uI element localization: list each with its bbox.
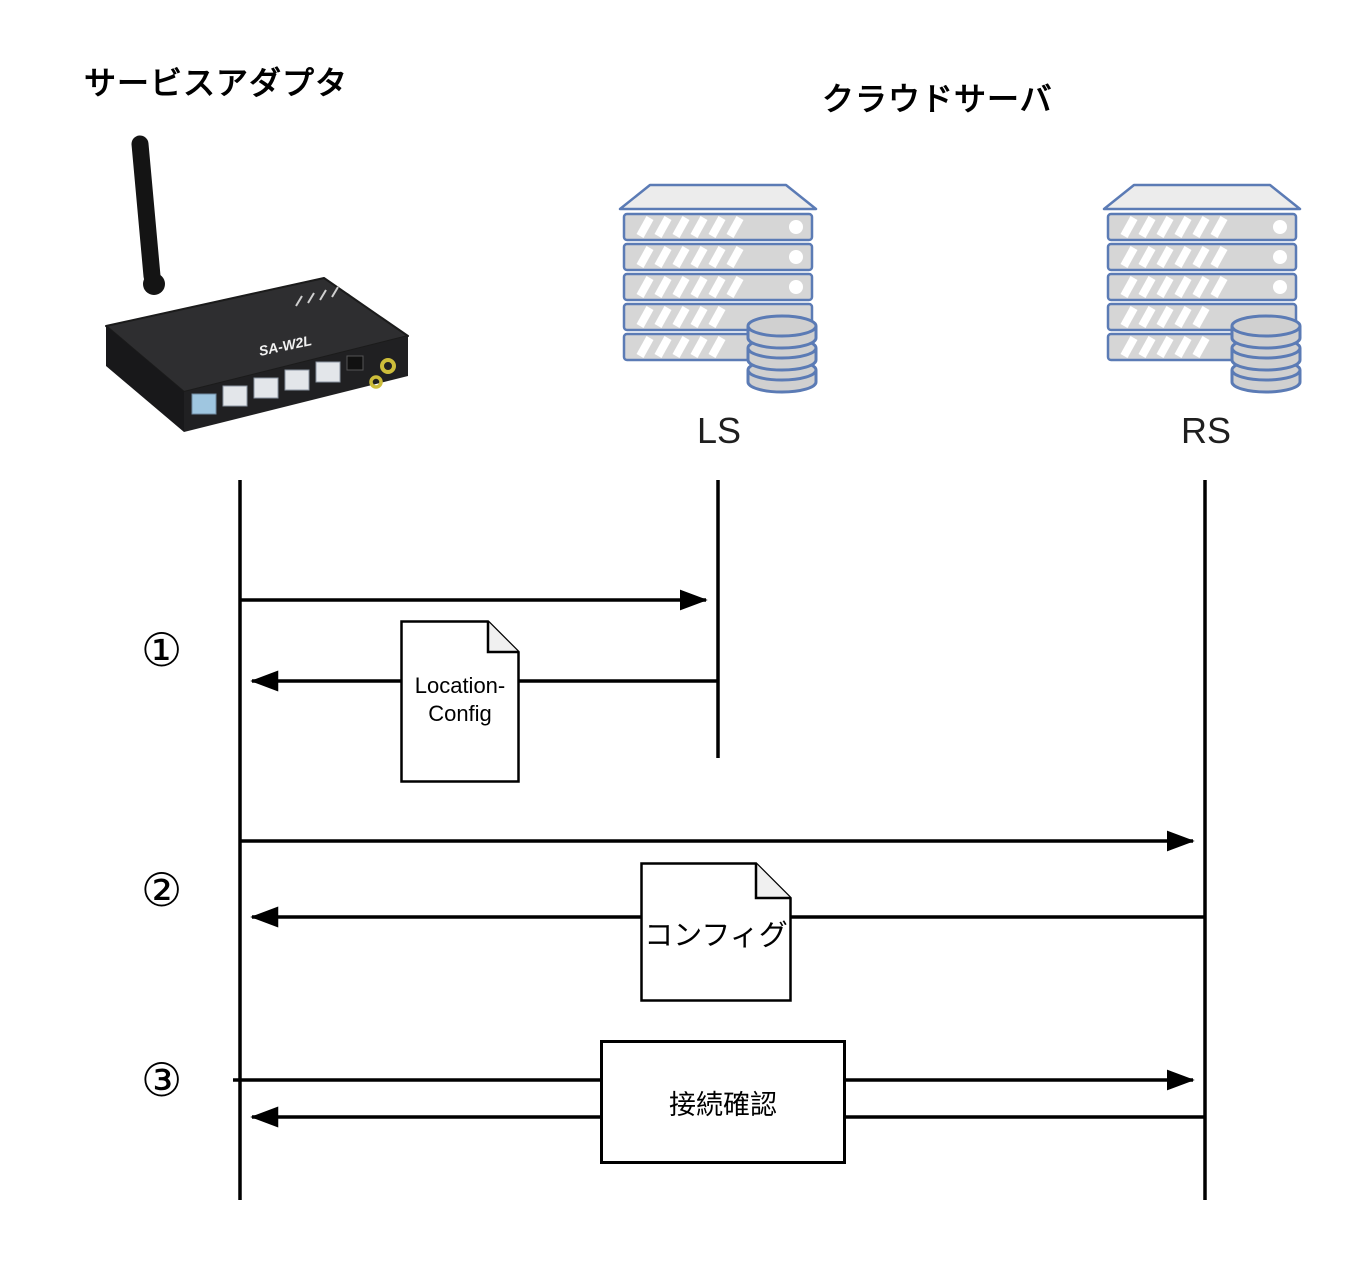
sma-connector <box>369 375 383 389</box>
connection-check-label: 接続確認 <box>669 1089 777 1120</box>
device-usb-port <box>346 355 364 371</box>
step-3-number: ③ <box>141 1054 183 1106</box>
cloud-server-title: クラウドサーバ <box>822 81 1053 117</box>
sma-connector <box>380 358 396 374</box>
device-leds <box>295 286 339 307</box>
rs-server-icon <box>1102 183 1302 394</box>
step-2-number: ② <box>141 864 183 916</box>
config-document-label: コンフィグ <box>644 920 788 952</box>
adapter-title: サービスアダプタ <box>84 65 349 101</box>
database-icon <box>746 314 818 394</box>
device-port <box>284 369 310 391</box>
step-1-number: ① <box>141 624 183 676</box>
database-icon <box>1230 314 1302 394</box>
device-left <box>106 326 184 432</box>
server-hatch <box>636 216 744 358</box>
server-led-dots <box>1273 220 1287 294</box>
service-adapter-device-icon: SA-W2L <box>105 135 409 432</box>
device-port <box>253 377 279 399</box>
device-port <box>222 385 248 407</box>
rs-label: RS <box>1180 410 1231 451</box>
device-port <box>191 393 217 415</box>
location-config-document-icon <box>400 620 520 783</box>
location-config-label: Location- Config <box>414 673 506 726</box>
antenna-left <box>131 135 161 285</box>
server-led-dots <box>789 220 803 294</box>
config-document-icon <box>640 862 792 1002</box>
server-hatch <box>1120 216 1228 358</box>
ls-server-icon <box>618 183 818 394</box>
connection-check-box: 接続確認 <box>600 1040 846 1164</box>
device-port <box>315 361 341 383</box>
ls-label: LS <box>696 410 742 451</box>
